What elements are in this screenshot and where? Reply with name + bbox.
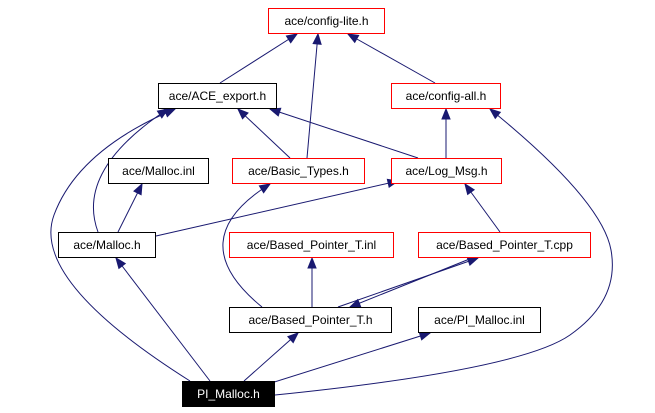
node-malloc-inl[interactable]: ace/Malloc.inl [108, 158, 209, 184]
edge-malloc_h-to-log_msg [155, 178, 400, 237]
arrowhead [258, 183, 272, 194]
edge-pi_malloc_h-to-ace_export [50, 108, 191, 382]
node-based-pointer-t-h[interactable]: ace/Based_Pointer_T.h [229, 307, 392, 333]
edge-config_all-to-config_lite [346, 33, 436, 84]
edge-based_ptr_h-to-basic_types [222, 183, 272, 308]
arrowhead [285, 33, 299, 44]
edge-log_msg-to-config_all [441, 107, 451, 158]
edge-basic_types-to-config_lite [306, 32, 322, 159]
edge-based_ptr_cpp-to-log_msg [464, 182, 501, 233]
node-config-lite-h[interactable]: ace/config-lite.h [268, 8, 385, 34]
arrowhead [464, 182, 476, 196]
edge-based_ptr_h-to-based_ptr_cpp [337, 256, 480, 308]
node-pi-malloc-h: PI_Malloc.h [182, 381, 275, 407]
node-malloc-h[interactable]: ace/Malloc.h [58, 232, 156, 258]
arrowhead [268, 107, 282, 117]
arrowhead [466, 256, 480, 266]
node-log-msg-h[interactable]: ace/Log_Msg.h [391, 158, 502, 184]
arrowhead [307, 256, 317, 269]
arrowhead [287, 332, 300, 344]
edge-based_ptr_h-to-based_ptr_inl [307, 256, 317, 307]
arrowhead [115, 256, 127, 270]
arrowhead [418, 331, 432, 341]
arrowhead [488, 108, 502, 120]
arrowhead [163, 108, 177, 118]
arrowhead [348, 298, 362, 308]
node-based-pointer-t-inl[interactable]: ace/Based_Pointer_T.inl [229, 232, 394, 258]
node-config-all-h[interactable]: ace/config-all.h [391, 83, 501, 109]
arrowhead [441, 107, 451, 120]
arrowhead [133, 182, 143, 196]
edge-basic_types-to-ace_export [237, 108, 291, 159]
node-based-pointer-t-cpp[interactable]: ace/Based_Pointer_T.cpp [418, 232, 591, 258]
edge-malloc_h-to-malloc_inl [117, 182, 143, 233]
edge-pi_malloc_h-to-malloc_h [115, 256, 211, 382]
arrowhead [237, 108, 249, 120]
edge-ace_export-to-config_lite [219, 33, 299, 84]
edge-pi_malloc_h-to-based_ptr_h [243, 332, 300, 382]
node-basic-types-h[interactable]: ace/Basic_Types.h [232, 158, 365, 184]
arrowhead [346, 33, 360, 44]
edge-pi_malloc_h-to-pi_malloc_inl [267, 331, 432, 385]
edge-pi_malloc_h-to-config_all [274, 108, 613, 396]
arrowhead [312, 32, 322, 45]
edge-log_msg-to-ace_export [268, 107, 419, 159]
edge-based_ptr_cpp-to-based_ptr_h [348, 257, 473, 308]
node-ace-export-h[interactable]: ace/ACE_export.h [158, 83, 277, 109]
node-pi-malloc-inl[interactable]: ace/PI_Malloc.inl [418, 307, 541, 333]
